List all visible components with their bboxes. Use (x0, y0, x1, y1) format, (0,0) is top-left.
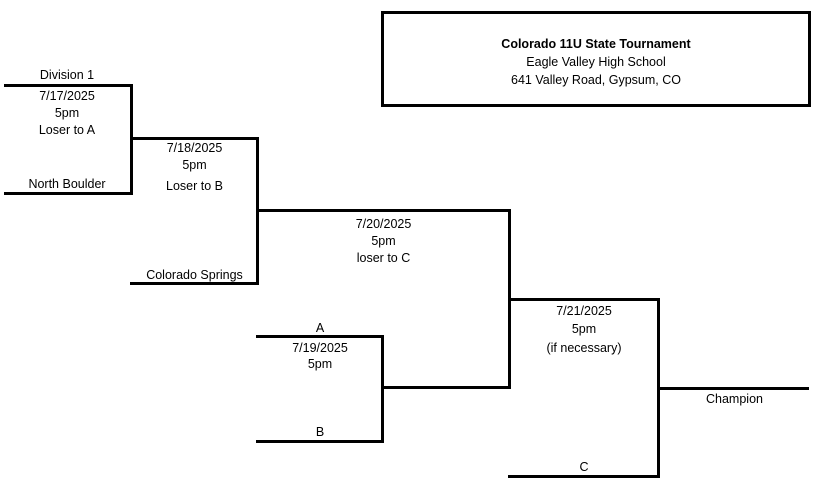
game5-date: 7/21/2025 (556, 304, 612, 318)
champion-label: Champion (706, 392, 763, 406)
game3-top-team: A (315, 321, 325, 335)
game4-top-line (256, 209, 511, 212)
game3-bottom-line (256, 440, 384, 443)
game2-bottom-team: Colorado Springs (146, 268, 243, 282)
game1-bottom-team: North Boulder (28, 177, 106, 191)
game1-top-team: Division 1 (39, 68, 95, 82)
game3-time: 5pm (307, 357, 333, 371)
game5-bottom-team: C (579, 460, 589, 474)
game3-date: 7/19/2025 (292, 341, 348, 355)
game4-note: loser to C (356, 251, 411, 265)
game3-bottom-team: B (315, 425, 325, 439)
game5-bottom-line (508, 475, 660, 478)
game5-top-line (508, 298, 660, 301)
game4-date: 7/20/2025 (355, 217, 412, 231)
game2-bottom-line (130, 282, 259, 285)
game4-time: 5pm (371, 234, 396, 248)
game3-top-line (256, 335, 384, 338)
game1-time: 5pm (54, 106, 80, 120)
game1-date: 7/17/2025 (39, 89, 95, 103)
tournament-title-box: Colorado 11U State Tournament Eagle Vall… (381, 11, 811, 107)
game1-bottom-line (4, 192, 133, 195)
game5-note: (if necessary) (546, 341, 622, 355)
champion-line (657, 387, 809, 390)
game4-bottom-line (381, 386, 511, 389)
game2-date: 7/18/2025 (166, 141, 223, 155)
tournament-title: Colorado 11U State Tournament (501, 37, 691, 51)
game5-time: 5pm (571, 322, 597, 336)
venue-address: 641 Valley Road, Gypsum, CO (511, 73, 681, 87)
game2-top-line (130, 137, 259, 140)
game2-time: 5pm (182, 158, 207, 172)
venue-name: Eagle Valley High School (526, 55, 666, 69)
game1-top-line (4, 84, 133, 87)
game2-note: Loser to B (166, 179, 223, 193)
game3-connector (381, 335, 384, 443)
game1-note: Loser to A (38, 123, 96, 137)
